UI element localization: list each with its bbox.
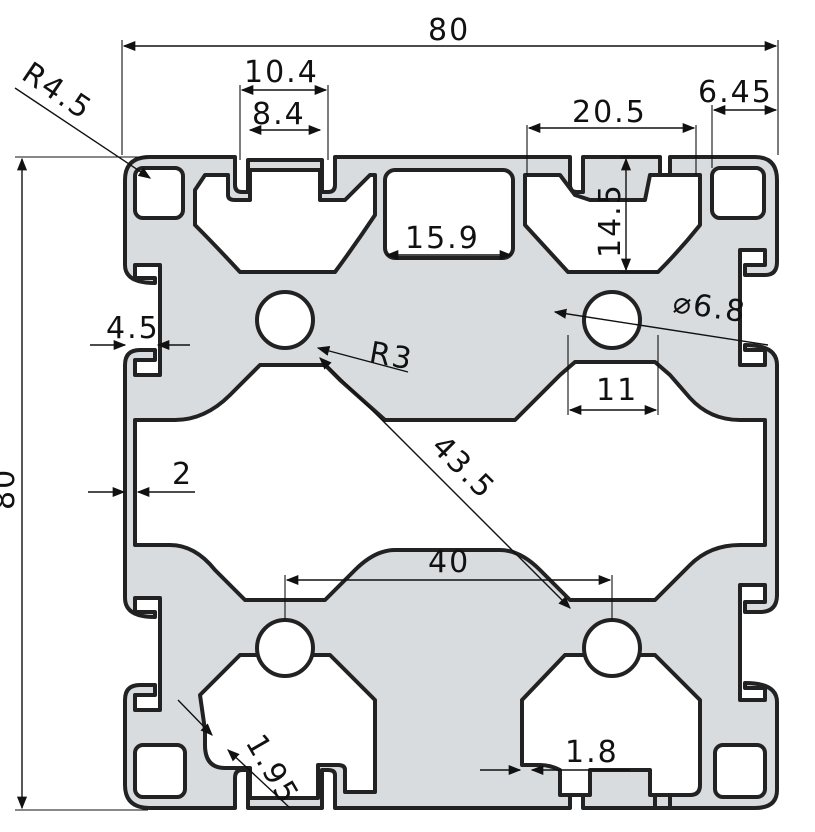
bolt-hole-top-left [255, 290, 315, 350]
bolt-hole-bottom-right [582, 618, 642, 678]
label-edge-offset: 6.45 [698, 75, 773, 110]
dimension-lines [14, 40, 779, 811]
label-fillet-radius: R3 [367, 335, 416, 377]
label-center-pocket: 15.9 [405, 221, 480, 256]
bolt-hole-top-right [582, 290, 642, 350]
left-upper-channel [193, 168, 377, 274]
corner-pocket-top-right [710, 166, 766, 220]
bolt-hole-bottom-left [255, 618, 315, 678]
label-pocket-depth: 14.5 [593, 183, 628, 258]
right-lower-channel [520, 653, 702, 797]
label-slot-inner: 8.4 [252, 97, 306, 132]
label-pocket-width: 20.5 [572, 95, 647, 130]
corner-pocket-bottom-left [133, 743, 187, 799]
label-lip: 4.5 [106, 311, 160, 346]
corner-pocket-top-left [133, 166, 185, 220]
label-overall-width: 80 [428, 13, 470, 48]
label-core-width: 11 [596, 373, 638, 408]
left-lower-channel [198, 653, 377, 800]
label-bottom-wall: 1.8 [565, 735, 619, 770]
label-wall: 2 [172, 457, 193, 492]
corner-pocket-bottom-right [713, 743, 767, 799]
label-hole-spacing: 40 [428, 545, 470, 580]
label-slot-outer: 10.4 [244, 55, 319, 90]
label-overall-height: 80 [0, 468, 22, 510]
